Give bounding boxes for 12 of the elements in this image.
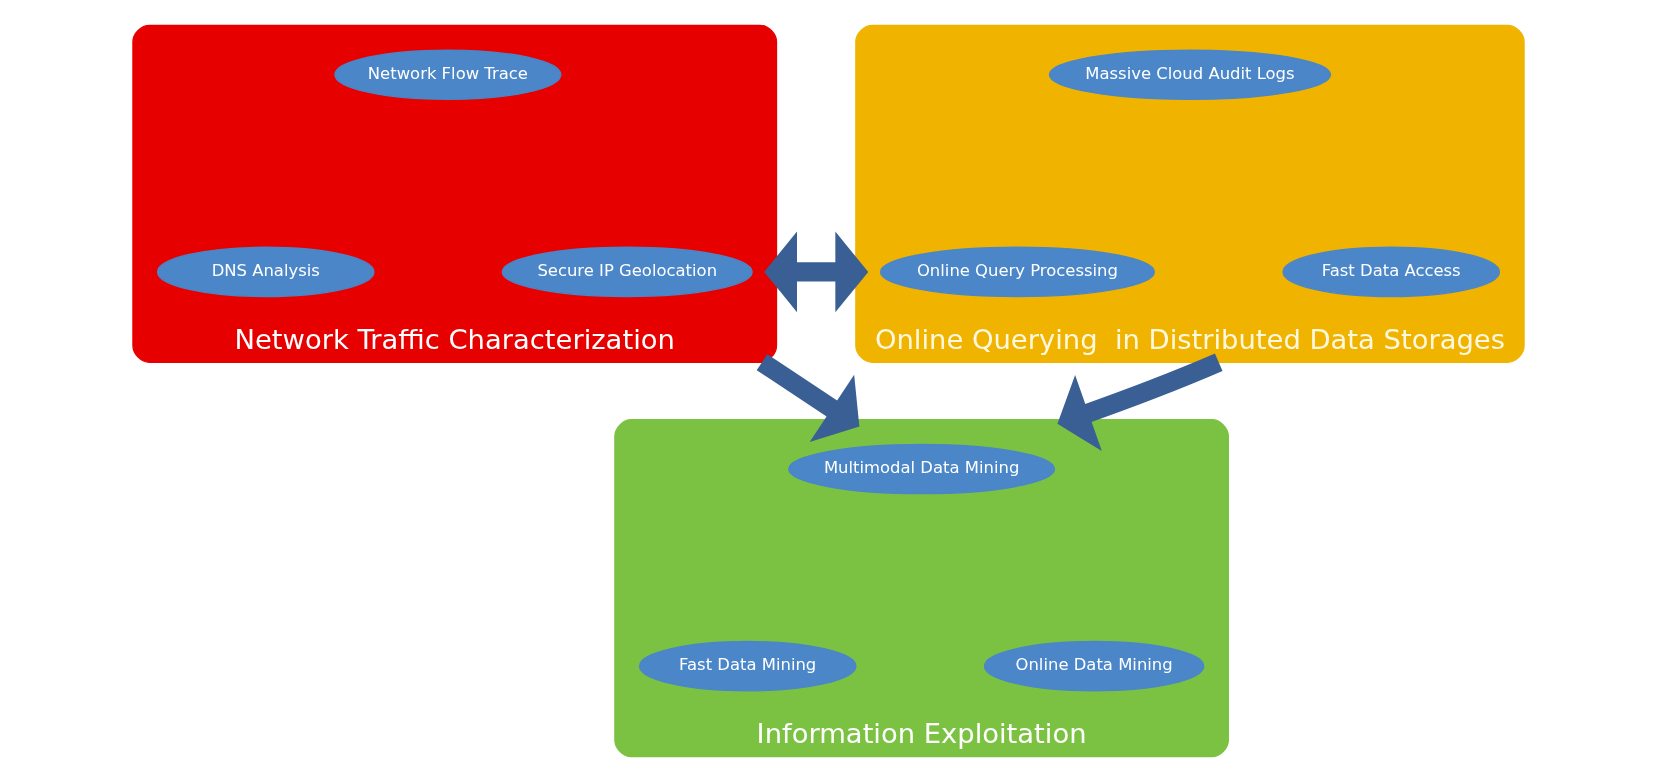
node-ellipse: Fast Data Access [1281,246,1500,297]
node-ellipse: Secure IP Geolocation [501,246,753,297]
node-ellipse: DNS Analysis [156,246,375,297]
node-ellipse: Online Query Processing [879,246,1155,297]
arrow [763,231,868,312]
node-ellipse: Multimodal Data Mining [787,443,1055,494]
node-ellipse: Online Data Mining [983,640,1204,692]
arrow [1056,352,1222,451]
node-ellipse: Fast Data Mining [638,640,857,692]
node-ellipse: Network Flow Trace [333,48,561,100]
arrow [756,353,859,442]
node-ellipse: Massive Cloud Audit Logs [1048,48,1331,100]
